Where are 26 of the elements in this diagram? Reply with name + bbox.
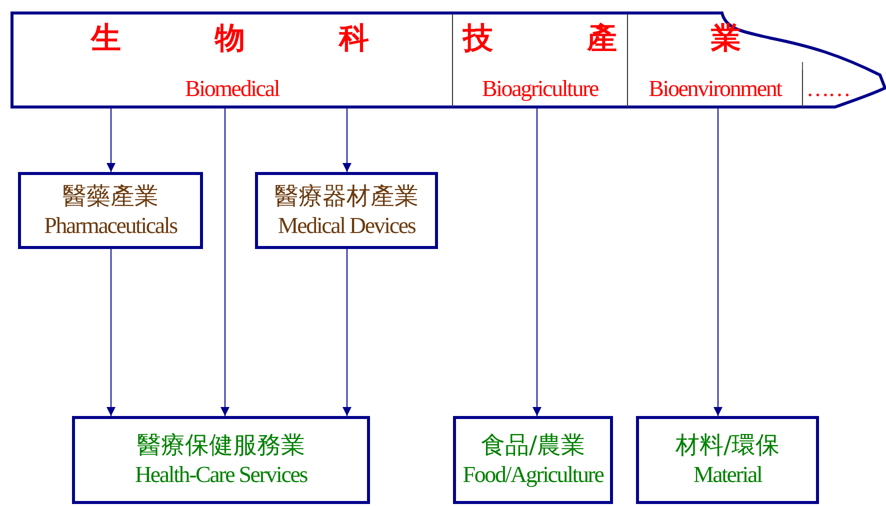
category-box — [72, 416, 370, 504]
category-box — [636, 416, 819, 504]
arrow — [106, 107, 116, 172]
english-label: Medical Devices — [278, 212, 416, 240]
arrow — [342, 249, 352, 416]
english-label: Material — [693, 461, 762, 489]
arrow — [342, 107, 352, 172]
category-box — [18, 172, 203, 249]
category-label: Bioagriculture — [482, 76, 598, 102]
english-label: Pharmaceuticals — [44, 212, 177, 240]
category-box — [453, 416, 613, 504]
category-label: …… — [806, 76, 850, 102]
arrow — [220, 107, 230, 416]
chinese-label: 材料/環保 — [675, 430, 780, 460]
arrow — [106, 249, 116, 416]
category-label: Biomedical — [184, 76, 280, 102]
chinese-label: 醫療保健服務業 — [137, 430, 305, 460]
chinese-label: 醫療器材產業 — [274, 180, 418, 210]
english-label: Food/Agriculture — [462, 461, 604, 489]
english-label: Health-Care Services — [134, 461, 308, 489]
chinese-label: 食品/農業 — [480, 430, 586, 460]
arrow — [532, 107, 542, 416]
arrow — [714, 107, 722, 416]
category-label: Bioenvironment — [648, 76, 782, 102]
category-box — [255, 172, 438, 249]
chinese-label: 醫藥產業 — [62, 180, 158, 210]
